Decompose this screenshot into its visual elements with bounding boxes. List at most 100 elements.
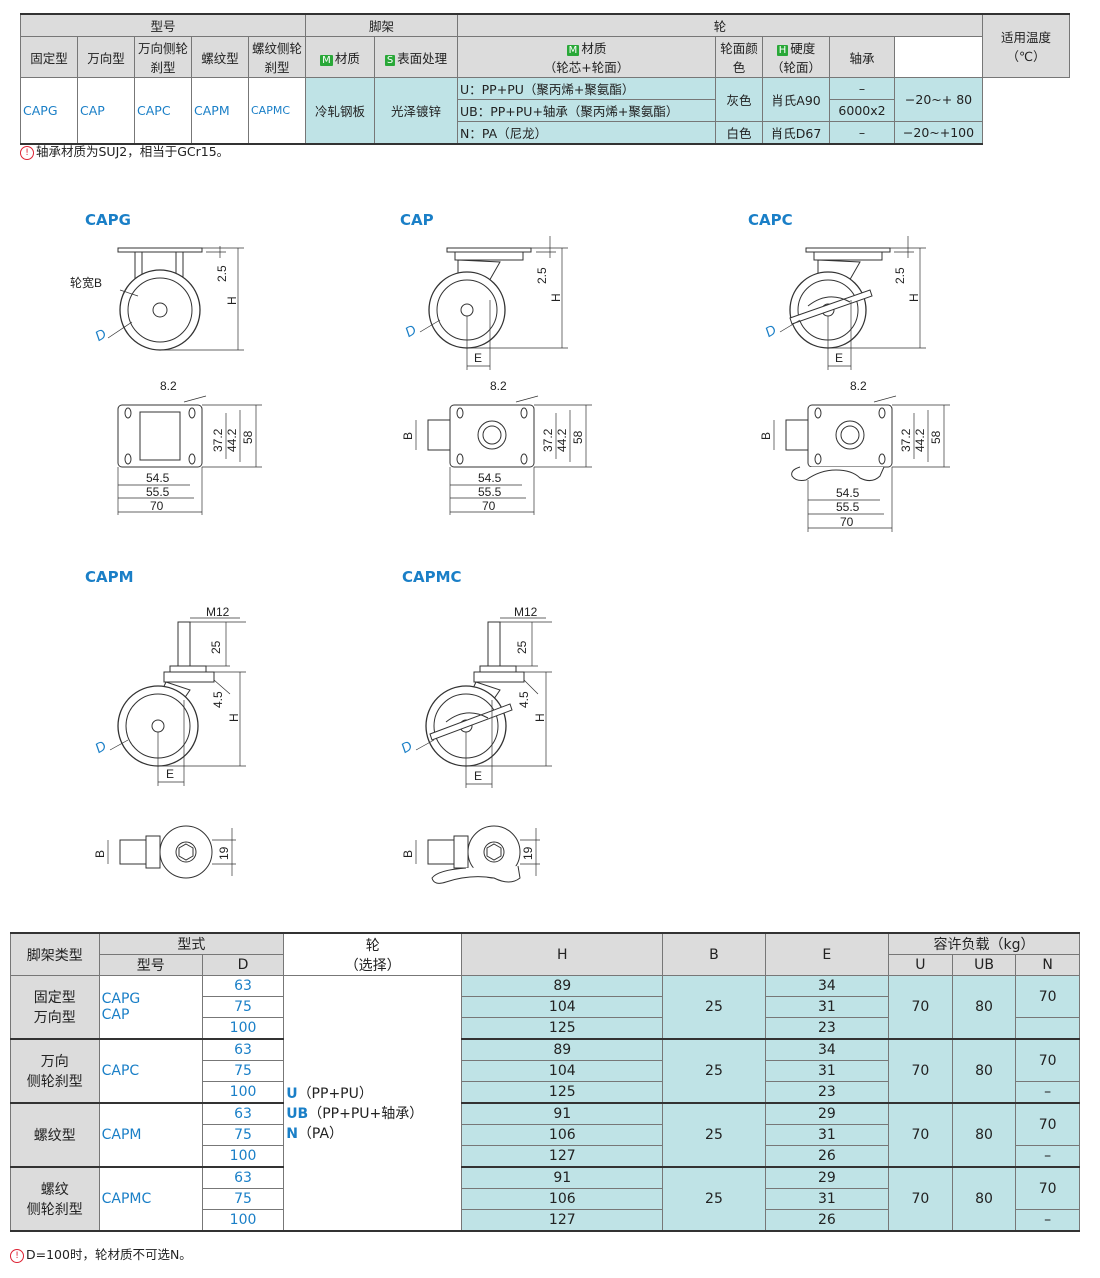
spec-table: 型号 脚架 轮 适用温度（℃） 固定型 万向型 万向侧轮刹型 螺纹型 螺纹侧轮刹… (20, 13, 1070, 145)
load-n-100: – (1015, 1145, 1080, 1168)
capmc-dim-45: 4.5 (517, 691, 531, 708)
capmc-dim-e: E (474, 769, 482, 783)
h-value: 106 (461, 1124, 664, 1146)
header-bearing: 轴承 (829, 36, 896, 78)
d-value: 100 (201, 1209, 285, 1232)
capg-dim-70: 70 (150, 499, 164, 513)
type-fixed-swivel: 固定型万向型 (10, 975, 100, 1040)
cap-dim-545: 54.5 (478, 471, 502, 485)
load-ub: 80 (951, 1102, 1017, 1168)
capm-dim-b: B (93, 850, 107, 858)
drawing-label-capm: CAPM (85, 568, 134, 586)
load-ub: 80 (951, 1038, 1017, 1104)
capc-dim-555: 55.5 (836, 500, 860, 514)
header-fixed: 固定型 (20, 36, 78, 78)
cap-dim-442: 44.2 (555, 428, 569, 452)
header-swivel-brake: 万向侧轮刹型 (134, 36, 192, 78)
header-threaded: 螺纹型 (191, 36, 249, 78)
bearing-u: – (829, 77, 896, 100)
capc-dim-h: H (907, 293, 921, 302)
capg-side-view (107, 246, 244, 351)
h-value: 125 (461, 1017, 664, 1040)
capc-side-view (779, 236, 926, 370)
model-capc: CAPC (134, 77, 192, 145)
h-value: 106 (461, 1188, 664, 1210)
h-value: 91 (461, 1166, 664, 1189)
header-temp: 适用温度（℃） (982, 13, 1070, 78)
header-form-d: D (201, 954, 285, 976)
e-value: 34 (764, 975, 890, 997)
cap-dim-e: E (474, 351, 482, 365)
wheel-material-n: N：PA（尼龙） (456, 121, 717, 145)
header-color: 轮面颜色 (715, 36, 764, 78)
cap-side-view (419, 236, 568, 370)
dimension-table: 脚架类型 型式 轮（选择） H B E 容许负载（kg） 型号 D U UB N… (10, 932, 1080, 1232)
cap-top-view (415, 395, 592, 515)
header-wheel-select: 轮（选择） (283, 932, 463, 976)
capc-dim-70: 70 (840, 515, 854, 529)
d-value: 63 (201, 975, 285, 997)
e-value: 31 (764, 1188, 890, 1210)
wheel-option-ub: UB（PP+PU+轴承） (286, 1106, 424, 1122)
load-u: 70 (888, 975, 953, 1040)
cap-dim-372: 37.2 (541, 428, 555, 452)
wheel-color-white: 白色 (715, 121, 764, 145)
capg-dim-h: H (225, 296, 239, 305)
b-value: 25 (662, 1038, 766, 1104)
type-threaded: 螺纹型 (10, 1102, 100, 1168)
model-cap: CAP (77, 77, 135, 145)
cap-dim-h: H (549, 293, 563, 302)
load-ub: 80 (951, 975, 1017, 1040)
capg-dim-372: 37.2 (211, 428, 225, 452)
model-capm: CAPM (191, 77, 249, 145)
frame-surface: 光泽镀锌 (374, 77, 458, 145)
d-value: 100 (201, 1017, 285, 1040)
bearing-note: !轴承材质为SUJ2，相当于GCr15。 (20, 141, 229, 160)
surface-tag: S (384, 54, 396, 66)
bearing-n: – (829, 121, 896, 145)
temp-n: −20~+100 (894, 121, 983, 145)
drawing-label-capmc: CAPMC (402, 568, 462, 586)
header-load: 容许负载（kg） (888, 932, 1080, 955)
e-value: 34 (764, 1038, 890, 1061)
d-value: 63 (201, 1166, 285, 1189)
capc-dim-442: 44.2 (913, 428, 927, 452)
d-value: 63 (201, 1038, 285, 1061)
capc-dim-58: 58 (929, 430, 943, 444)
hardness-a90: 肖氏A90 (762, 77, 831, 122)
load-n: 70 (1015, 1166, 1080, 1210)
load-ub: 80 (951, 1166, 1017, 1232)
header-form-model: 型号 (98, 954, 203, 976)
bearing-ub: 6000x2 (829, 99, 896, 122)
wheel-option-n: N（PA） (286, 1126, 344, 1142)
b-value: 25 (662, 1166, 766, 1232)
capc-dim-372: 37.2 (899, 428, 913, 452)
h-value: 89 (461, 975, 664, 997)
wheel-material-ub: UB：PP+PU+轴承（聚丙烯+聚氨酯） (456, 99, 717, 122)
note-icon: ! (20, 145, 34, 160)
d-value: 75 (201, 1188, 285, 1210)
cap-dim-70: 70 (482, 499, 496, 513)
capg-top-view (117, 395, 262, 515)
model-capg: CAPG (20, 77, 78, 145)
hardness-tag: H (776, 45, 789, 56)
capm-top-view (107, 825, 236, 879)
capg-dim-545: 54.5 (146, 471, 170, 485)
load-n: 70 (1015, 1102, 1080, 1146)
capg-dim-58: 58 (241, 430, 255, 444)
header-threaded-brake: 螺纹侧轮刹型 (248, 36, 306, 78)
e-value: 26 (764, 1145, 890, 1168)
e-value: 31 (764, 1060, 890, 1082)
drawing-label-capc: CAPC (748, 211, 793, 229)
load-u: 70 (888, 1166, 953, 1232)
header-frame-type: 脚架类型 (10, 932, 100, 976)
capc-dim-545: 54.5 (836, 486, 860, 500)
capmc-dim-b: B (401, 850, 415, 858)
cap-dim-b: B (401, 432, 415, 440)
capc-dim-b: B (759, 432, 773, 440)
load-n: 70 (1015, 975, 1080, 1018)
capg-dim-442: 44.2 (225, 428, 239, 452)
